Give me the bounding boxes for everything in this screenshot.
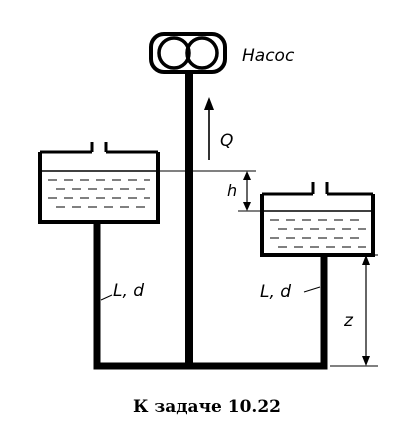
head-dimension <box>158 170 262 212</box>
pump-label: Насос <box>242 46 295 66</box>
connecting-pipe <box>93 222 328 370</box>
flow-arrow-icon <box>204 97 214 160</box>
flow-label: Q <box>220 131 233 151</box>
pipe-left-label: L, d <box>113 281 144 301</box>
figure-caption: К задаче 10.22 <box>133 397 281 417</box>
height-dimension <box>330 254 378 367</box>
pipe-right-label: L, d <box>260 282 291 302</box>
left-tank <box>38 142 160 224</box>
head-label: h <box>227 181 237 200</box>
height-label: z <box>343 311 354 331</box>
pump-icon <box>149 32 227 74</box>
right-tank <box>260 182 375 257</box>
